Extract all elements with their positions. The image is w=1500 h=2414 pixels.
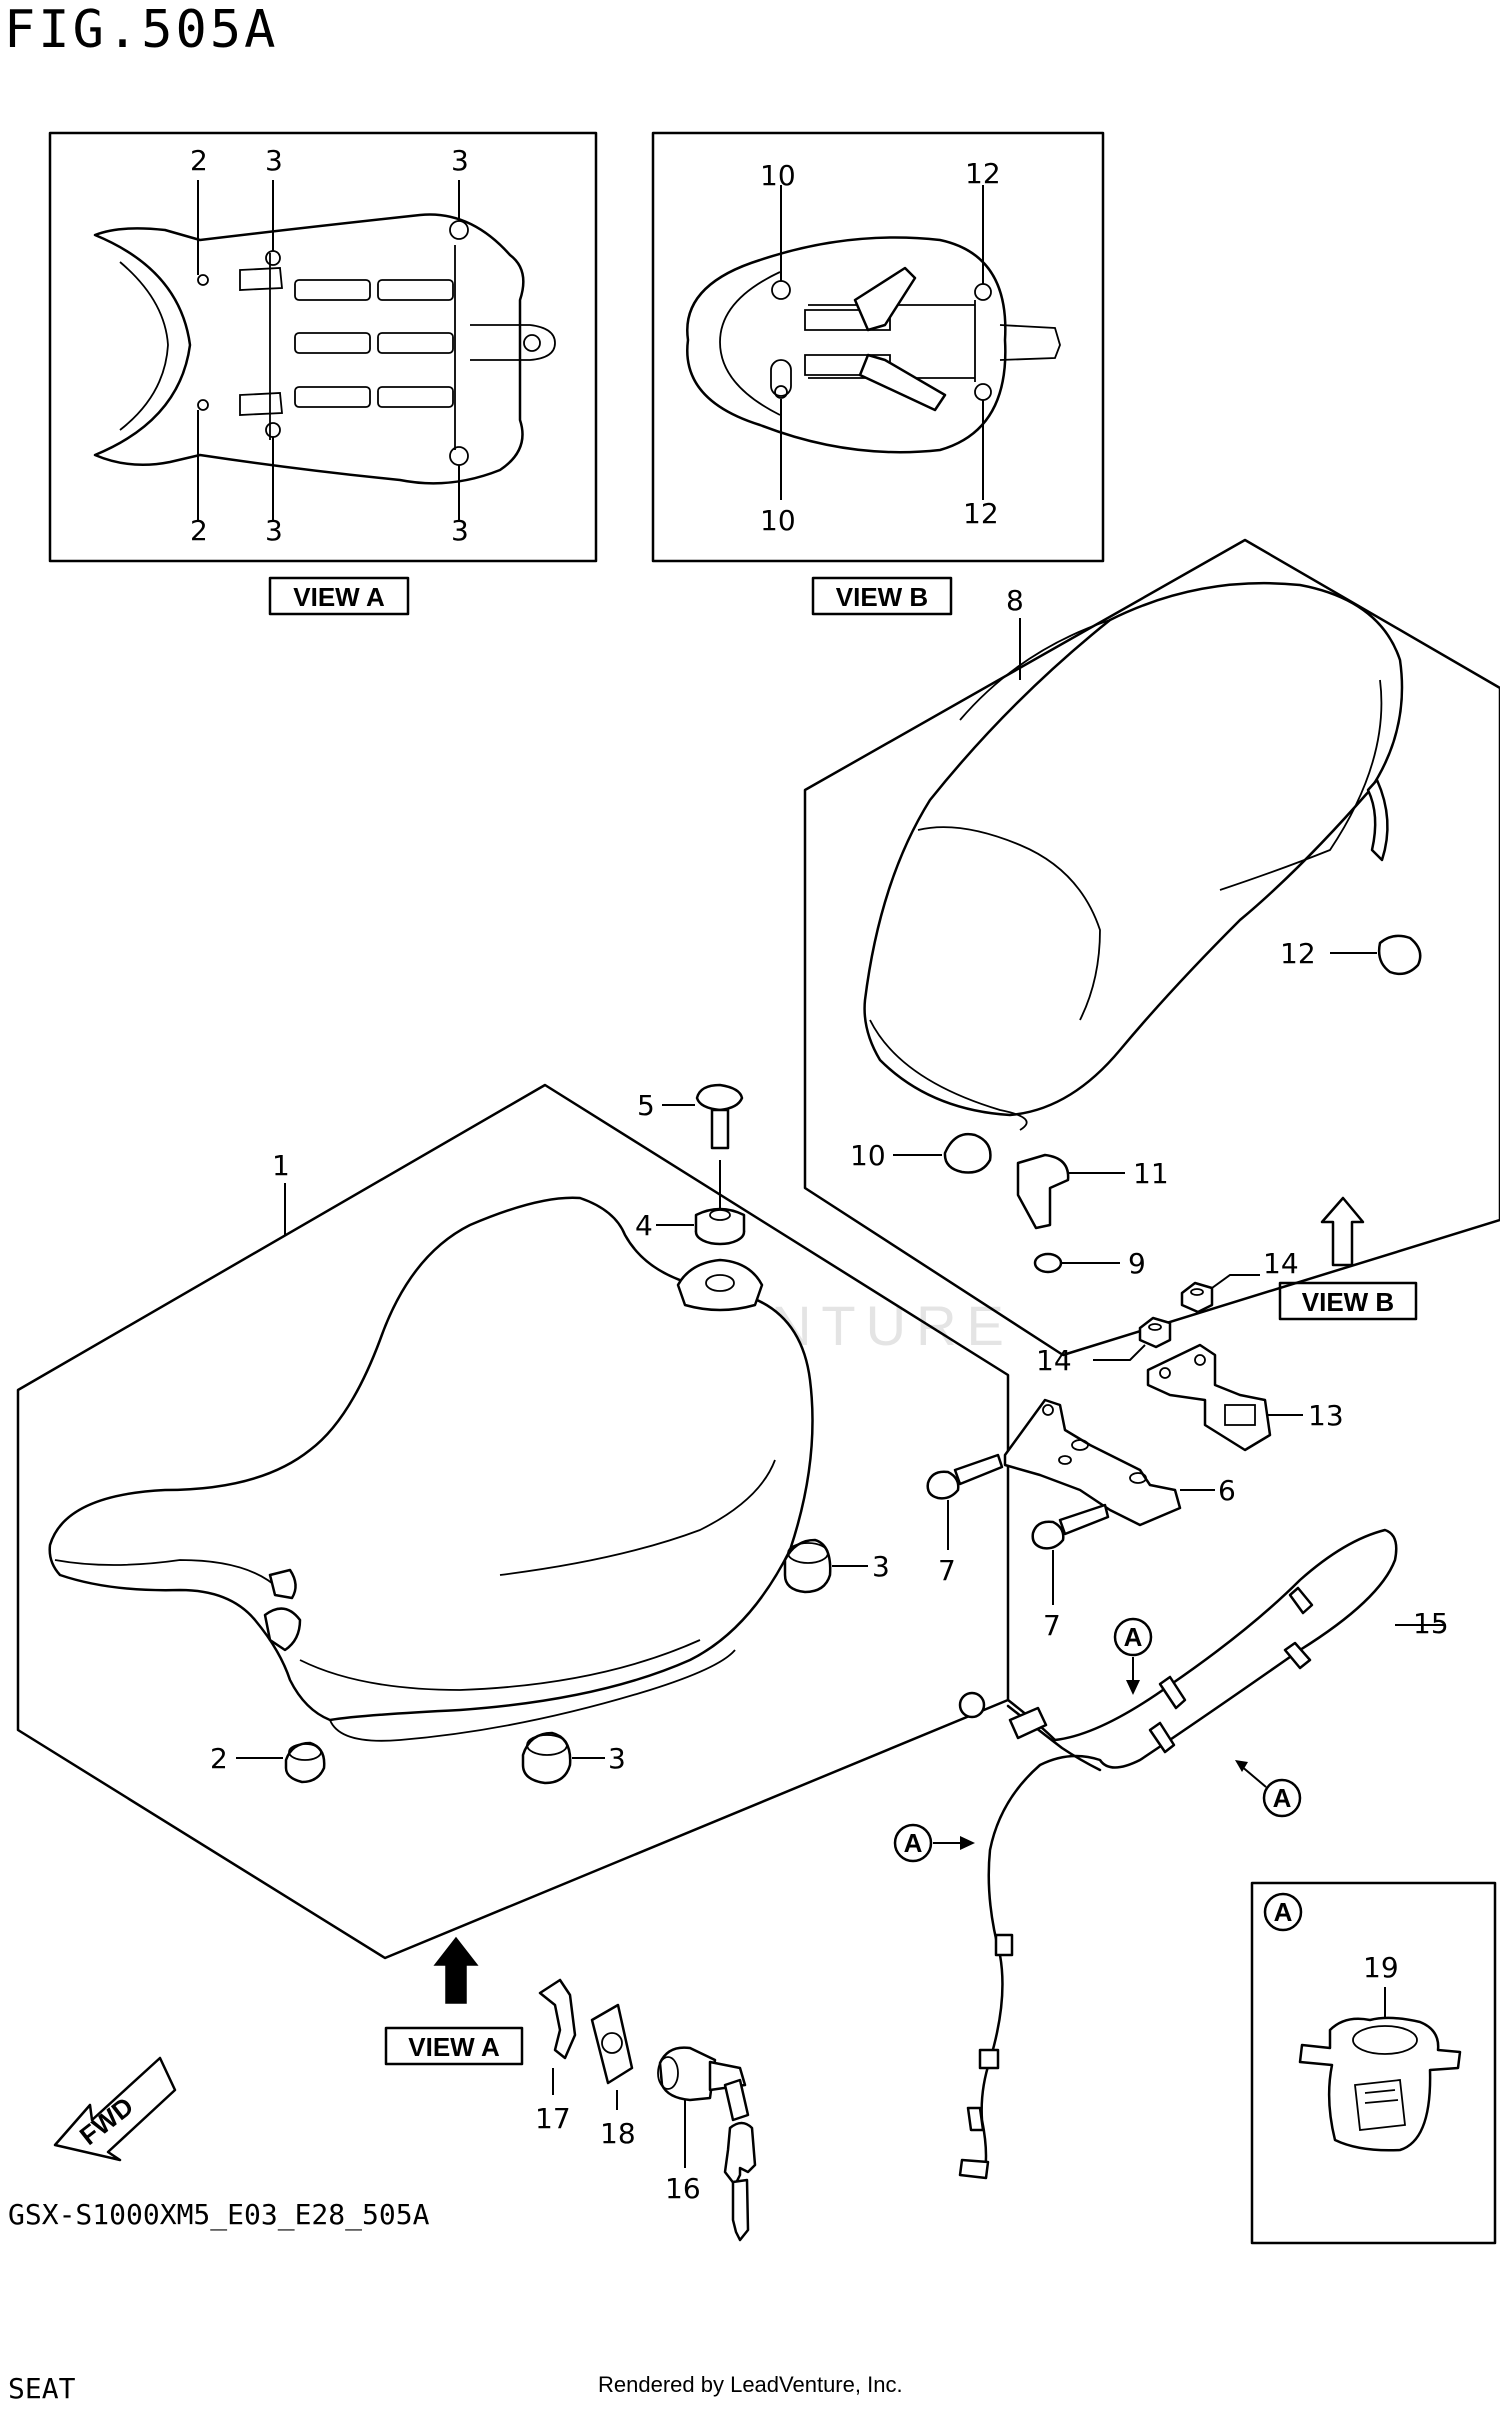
callout-3-bottom: 3 (608, 1742, 626, 1775)
callout-12-top: 12 (965, 157, 1001, 190)
callout-10-main: 10 (850, 1139, 886, 1172)
svg-text:VIEW B: VIEW B (1302, 1287, 1394, 1317)
rear-seat-assembly: 8 12 10 11 9 (803, 538, 1500, 1357)
callout-2-main: 2 (210, 1742, 228, 1775)
svg-text:VIEW A: VIEW A (408, 2032, 500, 2062)
figure-name: SEAT (8, 2372, 76, 2405)
rendered-by-credit: Rendered by LeadVenture, Inc. (598, 2372, 903, 2397)
callout-10-bottom: 10 (760, 504, 796, 537)
forward-arrow: FWD (53, 2056, 177, 2162)
callout-7-upper: 7 (938, 1554, 956, 1587)
callout-11: 11 (1133, 1157, 1169, 1190)
detail-a-inset: A 19 (1250, 1881, 1497, 2245)
callout-18: 18 (600, 2117, 636, 2150)
view-a-inset: 2 2 3 3 3 3 (48, 131, 598, 563)
marker-a-2: A (1273, 1783, 1292, 1813)
view-b-inset: 10 10 12 12 (651, 131, 1105, 563)
figure-code: GSX-S1000XM5_E03_E28_505A (8, 2198, 430, 2231)
marker-a-3: A (904, 1828, 923, 1858)
front-seat-assembly: 1 3 3 2 5 4 (16, 1083, 1010, 1960)
callout-14-bottom: 14 (1036, 1344, 1072, 1377)
callout-3-bottom-left: 3 (265, 514, 283, 547)
view-a-label: VIEW A (268, 576, 410, 616)
view-b-arrow (1320, 1196, 1365, 1267)
view-b-callout-label: VIEW B (1278, 1281, 1418, 1321)
view-b-label: VIEW B (811, 576, 953, 616)
callout-3-top-right: 3 (451, 144, 469, 177)
view-a-callout-label: VIEW A (384, 2026, 524, 2066)
callout-4: 4 (635, 1209, 653, 1242)
callout-1: 1 (272, 1149, 290, 1182)
callout-13: 13 (1308, 1399, 1344, 1432)
callout-3-right: 3 (872, 1550, 890, 1583)
svg-text:VIEW A: VIEW A (293, 582, 385, 612)
seat-lock-cable: 15 A A A (893, 1528, 1449, 2180)
callout-3-bottom-right: 3 (451, 514, 469, 547)
callout-12-main: 12 (1280, 937, 1316, 970)
svg-text:VIEW B: VIEW B (836, 582, 928, 612)
view-a-arrow (433, 1936, 479, 2004)
figure-title: FIG.505A (4, 0, 279, 60)
callout-10-top: 10 (760, 159, 796, 192)
detail-a-marker: A (1274, 1897, 1293, 1927)
callout-17: 17 (535, 2102, 571, 2135)
callout-16: 16 (665, 2172, 701, 2205)
callout-12-bottom: 12 (963, 497, 999, 530)
callout-14-top: 14 (1263, 1247, 1299, 1280)
callout-5: 5 (637, 1089, 655, 1122)
latch-hardware: 14 14 13 6 7 7 (926, 1247, 1344, 1642)
callout-7-lower: 7 (1043, 1609, 1061, 1642)
seat-lock-parts: 17 18 16 (535, 1978, 757, 2242)
callout-2-top: 2 (190, 144, 208, 177)
marker-a-1: A (1124, 1622, 1143, 1652)
callout-15: 15 (1413, 1607, 1449, 1640)
callout-2-bottom: 2 (190, 514, 208, 547)
callout-9: 9 (1128, 1247, 1146, 1280)
callout-19: 19 (1363, 1951, 1399, 1984)
svg-text:FWD: FWD (74, 2091, 139, 2151)
callout-8: 8 (1006, 584, 1024, 617)
callout-3-top-left: 3 (265, 144, 283, 177)
callout-6: 6 (1218, 1474, 1236, 1507)
